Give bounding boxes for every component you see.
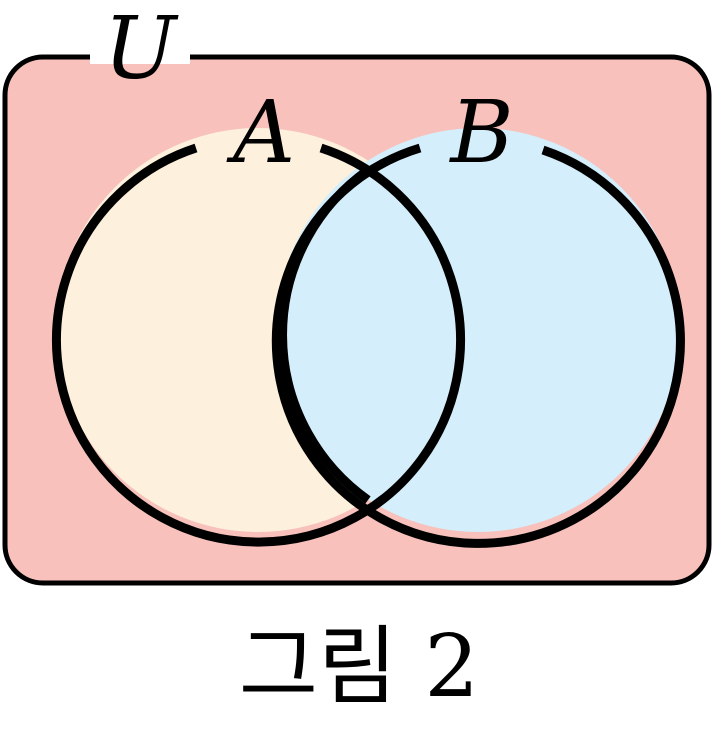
universe-label-gap <box>90 50 190 64</box>
set-a-outline <box>52 143 465 547</box>
intersection-boundary-b <box>278 166 371 504</box>
figure-caption: 그림 2 <box>239 617 479 717</box>
set-b-label: B <box>448 83 513 183</box>
universe-label: U <box>104 0 179 99</box>
set-a-label: A <box>226 83 295 183</box>
set-b-region <box>276 128 680 532</box>
